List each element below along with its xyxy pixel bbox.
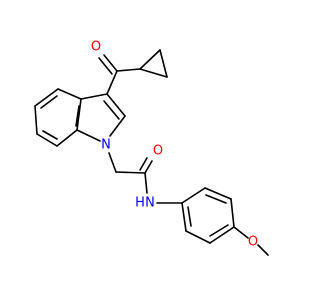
structure-canvas: O N O N H O	[34, 39, 269, 256]
bond-c4-c5	[34, 88, 59, 107]
bond-ar1-ar2	[181, 187, 206, 204]
bond-ch2-carbonyl	[115, 171, 146, 174]
bond-ketone-cyclopropyl	[116, 68, 141, 72]
bond-oxygen-methyl	[257, 244, 269, 256]
bond-amide-co-1	[144, 160, 153, 174]
bond-c3-c2-b	[103, 100, 120, 120]
carbonyl-oxygen-label: O	[91, 40, 101, 55]
bond-n1-ch2	[108, 152, 117, 173]
bond-cyclopropyl-1	[139, 49, 161, 70]
bond-ar2-ar3	[204, 187, 232, 200]
bond-ar4-ar5-inner	[209, 224, 229, 237]
bond-n1-c7a	[76, 129, 101, 142]
bond-ketone-c3	[106, 70, 118, 95]
bonds	[34, 49, 269, 256]
atom-labels: O N O N H O	[91, 40, 258, 250]
bond-c6-c7	[36, 133, 58, 147]
bond-c3-c2-a	[106, 93, 126, 117]
bond-c4-c5-inner	[40, 95, 58, 109]
bond-ar5-ar6	[185, 230, 211, 244]
bond-c3a-c4	[57, 88, 82, 100]
bond-carbonyl-nh	[144, 172, 148, 194]
bond-ar3-ar4	[230, 198, 235, 228]
bond-ar4-ar5	[209, 226, 235, 244]
bond-ketone-co-1	[103, 54, 118, 72]
bond-ar2-ar3-inner	[205, 194, 227, 204]
bond-ketone-co-2	[98, 57, 113, 75]
bond-c5-c6	[34, 105, 38, 135]
molecule-diagram: O N O N H O	[34, 40, 269, 256]
ether-oxygen-label: O	[248, 235, 258, 250]
bond-cyclopropyl-2	[159, 49, 168, 78]
bond-ar6-ar1	[181, 202, 187, 232]
bond-c3a-c3	[80, 93, 108, 100]
bond-c2-n1	[109, 115, 126, 137]
indole-nitrogen-label: N	[101, 138, 111, 153]
bond-amide-co-2	[139, 157, 148, 171]
bond-cyclopropyl-3	[139, 68, 168, 78]
bond-ar6-ar1-inner	[187, 206, 192, 227]
amide-oxygen-label: O	[153, 144, 163, 159]
bond-c6-c7-inner	[42, 130, 58, 140]
amide-nitrogen-label: N	[145, 196, 155, 211]
bond-ar4-oxygen	[233, 226, 249, 239]
amide-hydrogen-label: H	[135, 196, 145, 211]
bond-c3a-c7a-inner	[75, 105, 80, 127]
bond-c7-c7a	[56, 129, 78, 147]
bond-c7a-c3a	[76, 98, 82, 131]
